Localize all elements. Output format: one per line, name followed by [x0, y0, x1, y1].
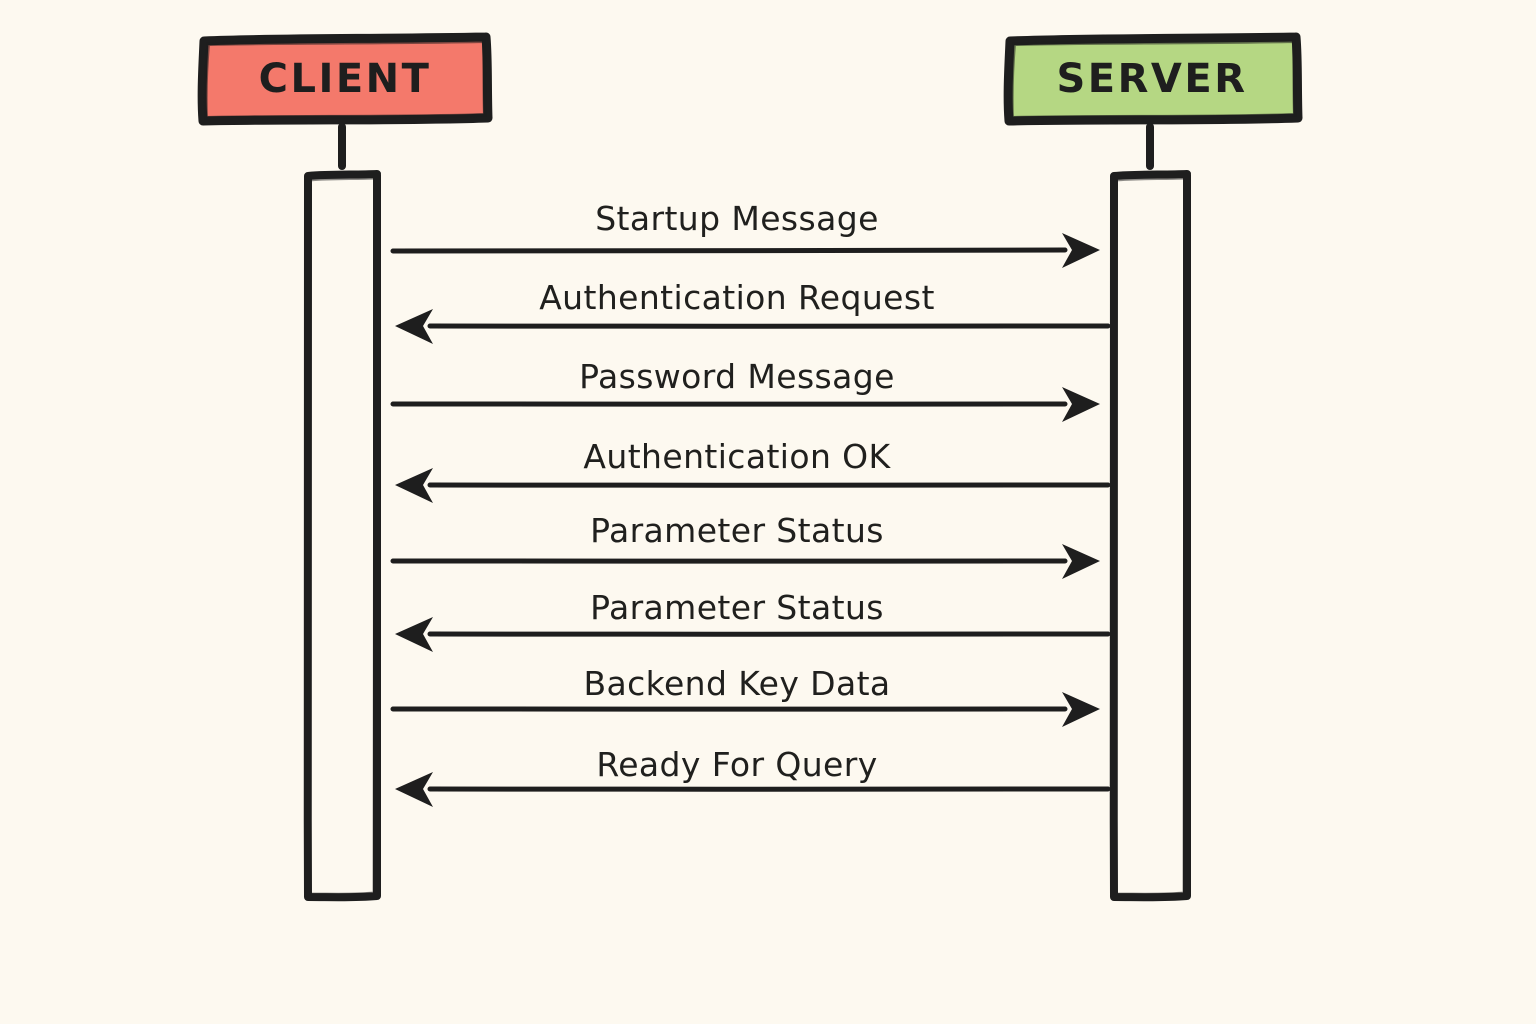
actor-box-client[interactable]: CLIENT	[197, 32, 493, 126]
message-7[interactable]: Backend Key Data	[390, 664, 1100, 727]
activation-bar-client-texture	[308, 176, 377, 896]
message-8-arrowhead-left-icon	[395, 772, 433, 807]
message-1-line	[390, 247, 1068, 254]
message-5-line	[390, 557, 1068, 565]
message-7-label: Backend Key Data	[583, 664, 890, 703]
actor-label-client: CLIENT	[259, 56, 432, 102]
actor-box-client-border	[197, 32, 493, 126]
message-3-label: Password Message	[579, 357, 895, 396]
actor-box-server[interactable]: SERVER	[1003, 32, 1303, 126]
message-2[interactable]: Authentication Request	[395, 278, 1111, 344]
message-4-label: Authentication OK	[583, 437, 891, 476]
activation-bar-server-texture	[1114, 176, 1187, 896]
message-4[interactable]: Authentication OK	[395, 437, 1111, 503]
activation-bar-server-outline	[1109, 170, 1193, 902]
message-4-line	[427, 481, 1111, 489]
actor-box-server-fill	[1009, 37, 1297, 120]
message-4-arrowhead-left-icon	[395, 468, 433, 503]
message-6[interactable]: Parameter Status	[395, 588, 1111, 652]
actor-box-server-border-texture	[1009, 39, 1297, 120]
message-5-label: Parameter Status	[590, 511, 884, 550]
message-1-arrowhead-right-icon	[1062, 233, 1100, 268]
actor-box-server-border	[1003, 32, 1303, 126]
actor-label-server: SERVER	[1056, 56, 1247, 102]
actor-box-client-border-texture	[203, 39, 487, 120]
message-1[interactable]: Startup Message	[390, 199, 1100, 268]
message-8[interactable]: Ready For Query	[395, 745, 1111, 807]
message-8-label: Ready For Query	[596, 745, 877, 784]
message-2-line	[427, 322, 1111, 330]
message-2-arrowhead-left-icon	[395, 309, 433, 344]
message-3[interactable]: Password Message	[390, 357, 1100, 422]
message-1-label: Startup Message	[595, 199, 879, 238]
message-7-line	[390, 705, 1068, 713]
message-6-arrowhead-left-icon	[395, 617, 433, 652]
message-8-line	[427, 785, 1111, 793]
message-6-label: Parameter Status	[590, 588, 884, 627]
message-2-label: Authentication Request	[539, 278, 935, 317]
actor-box-client-fill	[203, 37, 487, 120]
message-3-arrowhead-right-icon	[1062, 387, 1100, 422]
message-6-line	[427, 630, 1111, 638]
message-7-arrowhead-right-icon	[1062, 692, 1100, 727]
activation-bar-client	[303, 170, 383, 902]
message-3-line	[390, 400, 1068, 408]
message-5[interactable]: Parameter Status	[390, 511, 1100, 579]
activation-bar-client-outline	[303, 170, 383, 902]
message-5-arrowhead-right-icon	[1062, 544, 1100, 579]
activation-bar-server	[1109, 170, 1193, 902]
